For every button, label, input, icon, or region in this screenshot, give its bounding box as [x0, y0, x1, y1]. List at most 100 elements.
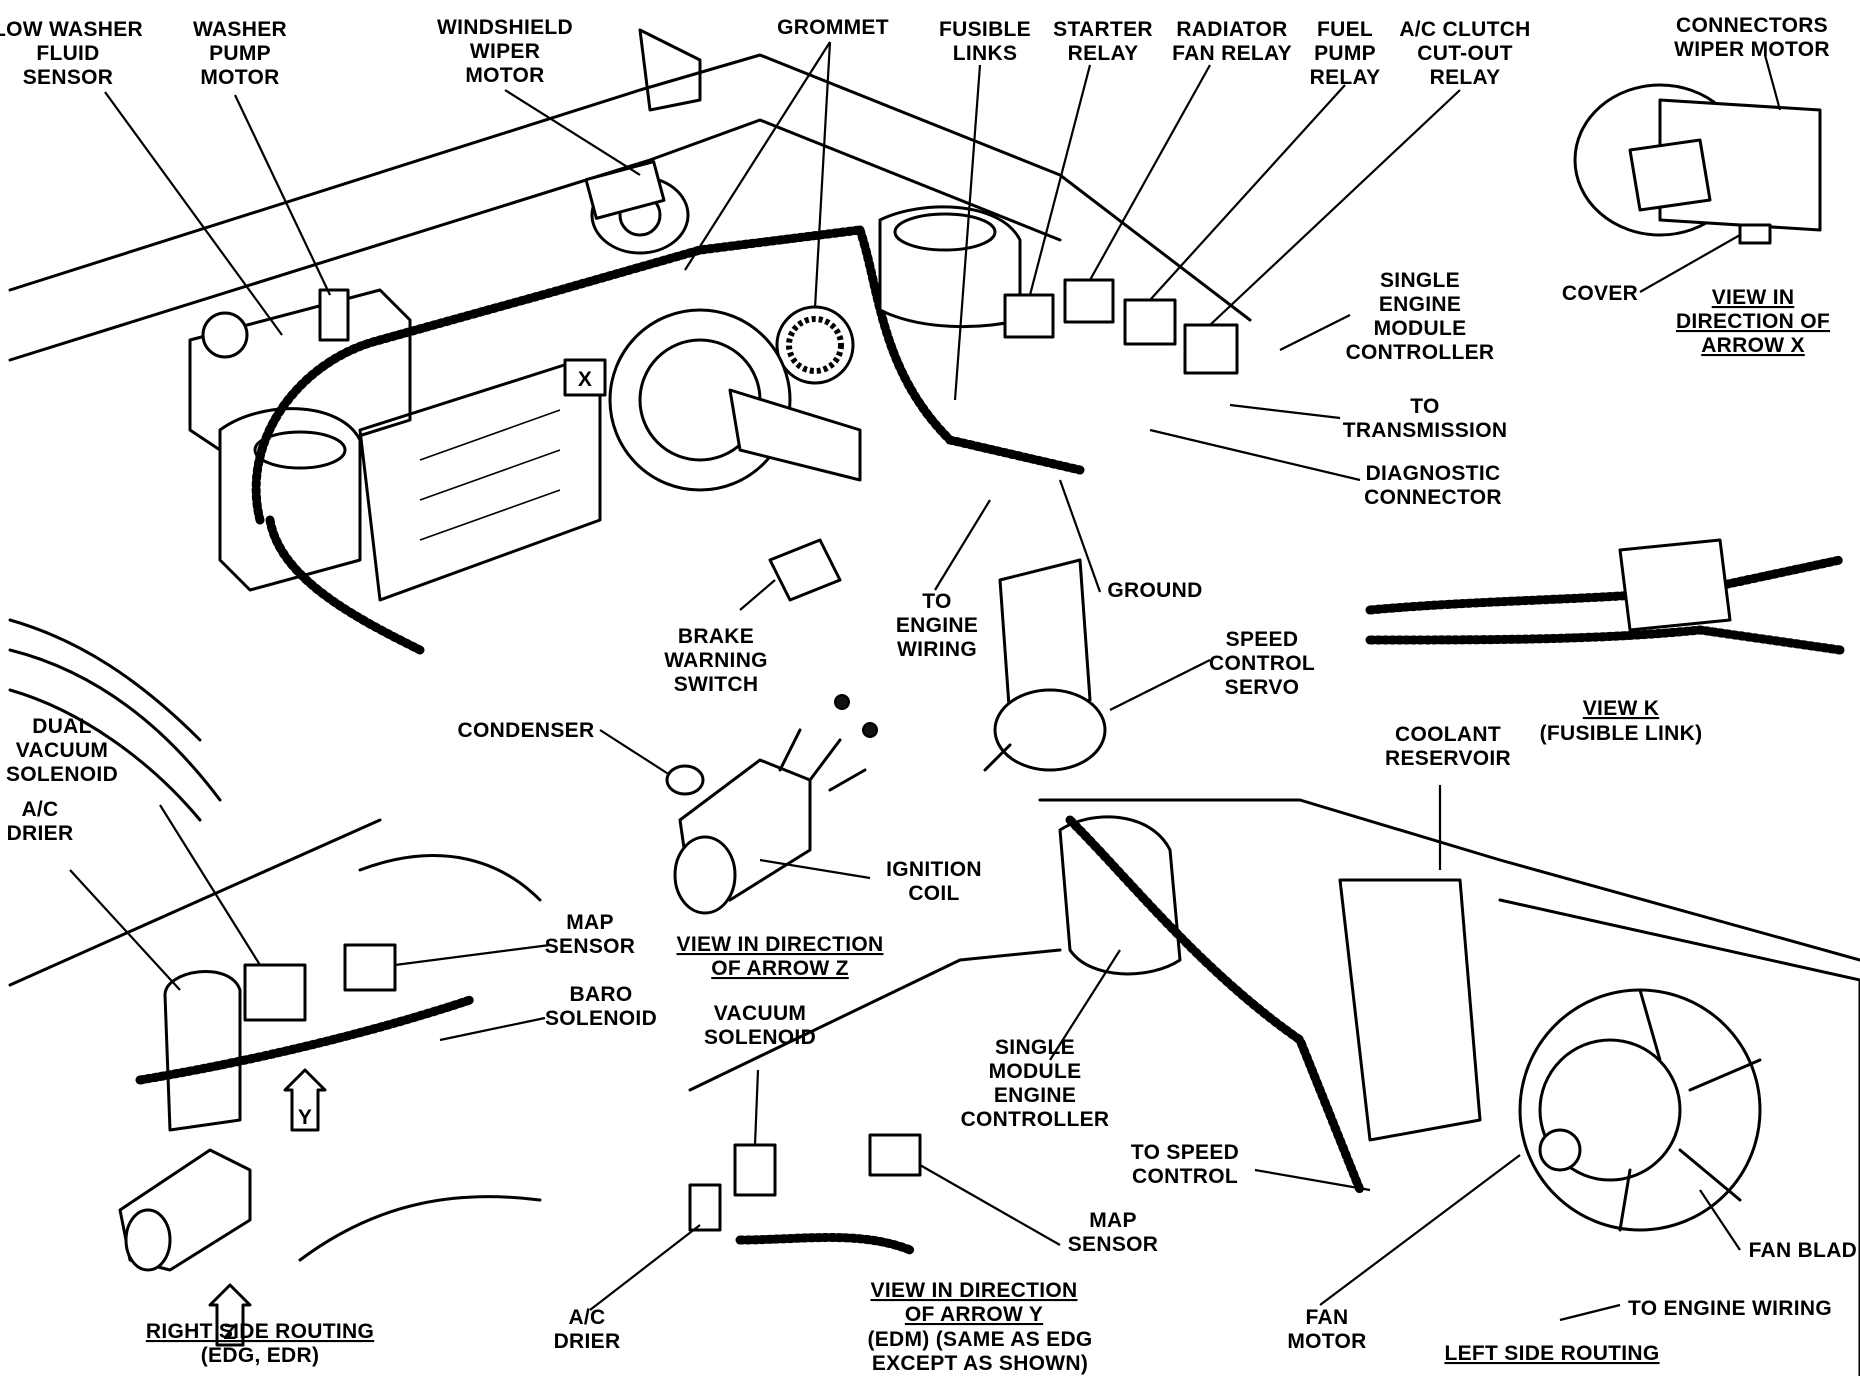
- label-line: SENSOR: [1068, 1233, 1159, 1256]
- label-line: (FUSIBLE LINK): [1540, 722, 1703, 745]
- label-line: CONTROL: [1132, 1165, 1238, 1188]
- label-line: MODULE: [1374, 317, 1467, 340]
- label-line: CONNECTOR: [1364, 486, 1502, 509]
- fuel-pump-relay: [1123, 298, 1177, 346]
- label-line: LEFT SIDE ROUTING: [1444, 1342, 1659, 1365]
- vy-map-sensor: [868, 1133, 922, 1177]
- leader-lines: [69, 41, 1782, 1322]
- label-line: DIRECTION OF: [1676, 310, 1830, 333]
- label-line: DUAL: [32, 715, 92, 738]
- arrow-marker-z: Z: [208, 1283, 252, 1347]
- center-dome-top: [893, 212, 997, 252]
- label-line: DIAGNOSTIC: [1366, 462, 1501, 485]
- view-x-cover: [1738, 223, 1772, 245]
- label-line: VIEW IN DIRECTION: [871, 1279, 1078, 1302]
- label-line: FAN: [1306, 1306, 1349, 1329]
- rs-ac-drier: [163, 970, 242, 1132]
- label-line: VIEW K: [1583, 697, 1659, 720]
- label-line: WIPER MOTOR: [1674, 38, 1830, 61]
- label-line: MODULE: [989, 1060, 1082, 1083]
- ls-fan-motor: [1538, 1128, 1582, 1172]
- label-line: ENGINE: [994, 1084, 1076, 1107]
- rs-strut: [358, 854, 542, 902]
- label-line: SOLENOID: [704, 1026, 816, 1049]
- label-cover: COVER: [1562, 282, 1638, 305]
- label-line: COOLANT: [1395, 723, 1501, 746]
- arrow-marker-y: Y: [283, 1068, 327, 1132]
- label-line: (EDG, EDR): [201, 1344, 320, 1367]
- label-line: SPEED: [1226, 628, 1299, 651]
- label-line: MOTOR: [200, 66, 279, 89]
- label-line: SOLENOID: [6, 763, 118, 786]
- label-line: FLUID: [36, 42, 99, 65]
- label-line: RELAY: [1310, 66, 1381, 89]
- engine-bay-artwork: [8, 28, 1860, 1376]
- wiper-motor-mount: [584, 160, 666, 220]
- label-line: RADIATOR: [1176, 18, 1287, 41]
- ls-radiator-frame: [1498, 898, 1860, 1376]
- washer-cap: [201, 311, 249, 359]
- label-line: ARROW X: [1701, 334, 1805, 357]
- label-line: OF ARROW Z: [711, 957, 849, 980]
- label-line: SWITCH: [674, 673, 759, 696]
- label-line: FUSIBLE: [939, 18, 1031, 41]
- fender-arc-2: [8, 648, 222, 802]
- label-line: DRIER: [7, 822, 74, 845]
- label-left-side-routing: LEFT SIDE ROUTING: [1444, 1342, 1659, 1365]
- label-line: RELAY: [1068, 42, 1139, 65]
- label-right-side-routing: RIGHT SIDE ROUTING: [146, 1320, 374, 1343]
- rs-coil-end: [124, 1208, 172, 1272]
- label-line: A/C: [568, 1306, 605, 1329]
- harness-drop: [265, 515, 425, 655]
- label-line: WASHER: [193, 18, 287, 41]
- cowl-line: [8, 53, 1252, 322]
- label-line: TO SPEED: [1131, 1141, 1239, 1164]
- label-fan-blade: FAN BLADE: [1749, 1239, 1860, 1262]
- label-line: COIL: [908, 882, 959, 905]
- label-line: GROMMET: [777, 16, 889, 39]
- label-line: PUMP: [209, 42, 271, 65]
- label-line: SENSOR: [545, 935, 636, 958]
- label-line: TO: [1410, 395, 1439, 418]
- vy-vacuum-solenoid: [733, 1143, 777, 1197]
- grommet-ring: [786, 316, 844, 374]
- arrow-marker-x: X: [563, 358, 607, 397]
- harness-center: [855, 225, 1085, 475]
- label-line: MAP: [566, 911, 614, 934]
- label-line: DRIER: [554, 1330, 621, 1353]
- label-line: A/C: [21, 798, 58, 821]
- svg-text:Y: Y: [298, 1106, 312, 1129]
- label-line: CONDENSER: [458, 719, 595, 742]
- starter-relay: [1003, 293, 1055, 339]
- label-line: EXCEPT AS SHOWN): [872, 1352, 1088, 1375]
- label-line: LINKS: [953, 42, 1018, 65]
- label-line: RIGHT SIDE ROUTING: [146, 1320, 374, 1343]
- label-line: BARO: [569, 983, 632, 1006]
- label-line: VACUUM: [16, 739, 108, 762]
- fender-arc-3: [8, 688, 202, 822]
- label-line: PUMP: [1314, 42, 1376, 65]
- rs-dual-vacuum-solenoid: [243, 963, 307, 1022]
- rs-harness: [135, 995, 475, 1085]
- ls-rad-support: [1038, 798, 1860, 962]
- label-line: (EDM) (SAME AS EDG: [867, 1328, 1092, 1351]
- label-line: FUEL: [1317, 18, 1373, 41]
- label-line: FAN RELAY: [1172, 42, 1292, 65]
- label-line: SOLENOID: [545, 1007, 657, 1030]
